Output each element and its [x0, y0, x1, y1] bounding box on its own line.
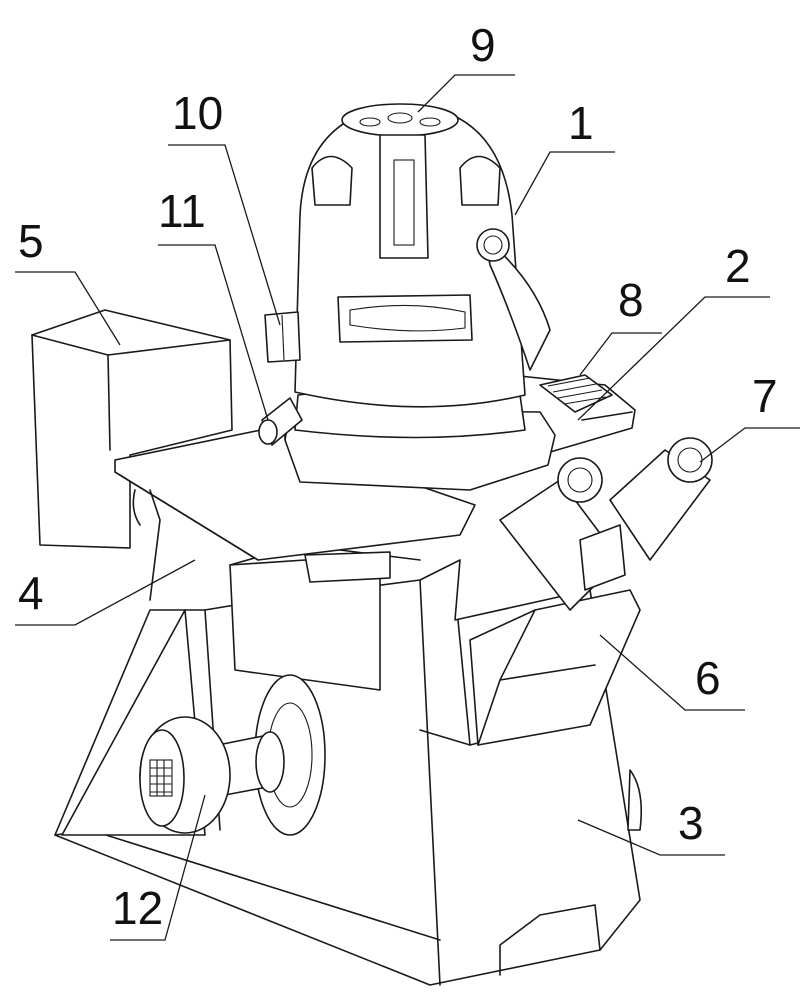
label-7: 7 — [752, 370, 778, 422]
optical-head-1 — [284, 103, 556, 491]
leader-3 — [577, 819, 725, 856]
laser-port-7 — [499, 437, 713, 611]
leader-6 — [599, 634, 745, 711]
leader-8 — [579, 332, 662, 376]
label-2: 2 — [725, 240, 751, 292]
leader-10 — [168, 144, 281, 326]
label-11: 11 — [158, 185, 206, 237]
label-6: 6 — [695, 652, 721, 704]
leader-5 — [15, 271, 121, 346]
label-9: 9 — [470, 19, 496, 71]
label-10: 10 — [172, 87, 224, 139]
leader-4 — [15, 559, 196, 626]
leader-12 — [110, 794, 206, 941]
leader-9 — [417, 74, 515, 113]
label-8: 8 — [618, 274, 644, 326]
knob-11 — [258, 397, 303, 446]
label-3: 3 — [678, 797, 704, 849]
laser-module-6 — [469, 589, 641, 746]
leader-2 — [577, 296, 770, 421]
label-12: 12 — [112, 882, 164, 934]
side-box-5 — [31, 309, 233, 549]
leader-lines — [15, 74, 800, 941]
label-5: 5 — [18, 215, 44, 267]
leader-1 — [514, 151, 615, 216]
button-10 — [264, 311, 301, 363]
label-4: 4 — [18, 567, 44, 619]
label-1: 1 — [568, 97, 594, 149]
leader-11 — [158, 244, 269, 421]
leader-7 — [699, 427, 800, 463]
adjust-knob-12 — [139, 674, 326, 836]
